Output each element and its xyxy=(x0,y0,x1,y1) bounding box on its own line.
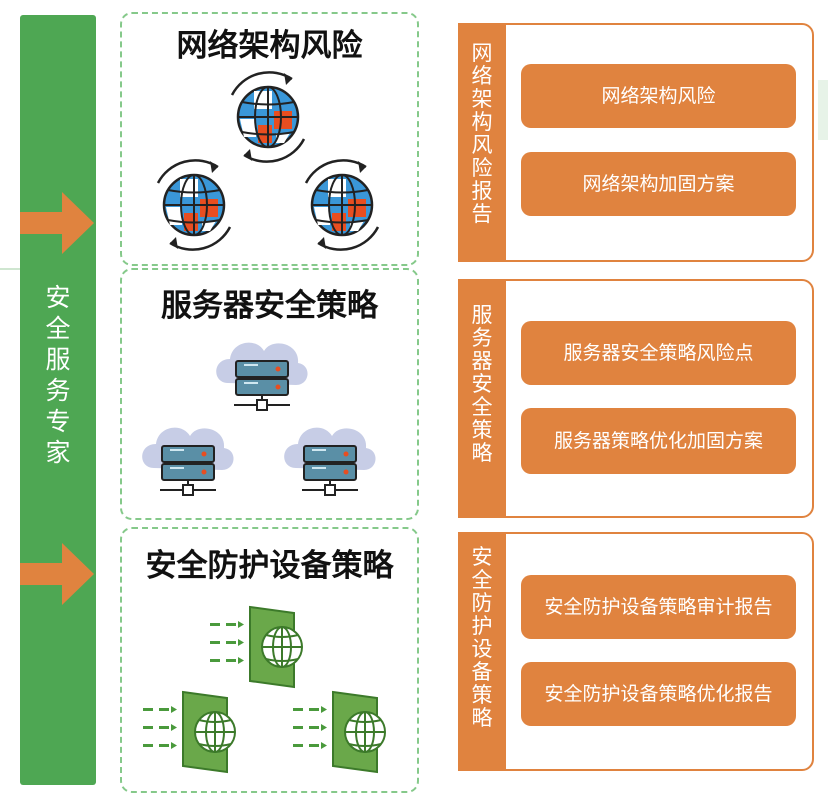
right-edge-stub xyxy=(818,80,828,140)
globe-icon xyxy=(156,71,380,251)
category-label: 服 务 器 安 全 策 略 xyxy=(471,303,493,465)
security-expert-bar xyxy=(20,15,96,785)
report-item-button[interactable]: 网络架构风险 xyxy=(521,64,796,128)
security-expert-title: 安 全 服 务 专 家 xyxy=(45,283,71,467)
report-item-button[interactable]: 网络架构加固方案 xyxy=(521,152,796,216)
cloud-server-icon xyxy=(141,341,377,496)
category-bar xyxy=(458,23,506,262)
connector-line-left xyxy=(0,268,20,270)
panel-title: 服务器安全策略 xyxy=(161,288,378,324)
arrow-right-icon xyxy=(20,192,94,254)
panel-title: 网络架构风险 xyxy=(176,28,363,64)
arrow-right-icon xyxy=(20,543,94,605)
report-item-button[interactable]: 服务器策略优化加固方案 xyxy=(521,408,796,474)
category-bar xyxy=(458,532,506,771)
report-item-button[interactable]: 安全防护设备策略优化报告 xyxy=(521,662,796,726)
category-bar xyxy=(458,279,506,518)
panel-title: 安全防护设备策略 xyxy=(145,548,394,584)
report-item-button[interactable]: 服务器安全策略风险点 xyxy=(521,321,796,385)
report-group-server xyxy=(458,279,814,518)
report-group-security-device xyxy=(458,532,814,771)
report-group-network xyxy=(458,23,814,262)
category-label: 安 全 防 护 设 备 策 略 xyxy=(471,545,493,730)
firewall-globe-icon xyxy=(142,606,386,773)
category-label: 网 络 架 构 风 险 报 告 xyxy=(471,41,493,226)
report-item-button[interactable]: 安全防护设备策略审计报告 xyxy=(521,575,796,639)
